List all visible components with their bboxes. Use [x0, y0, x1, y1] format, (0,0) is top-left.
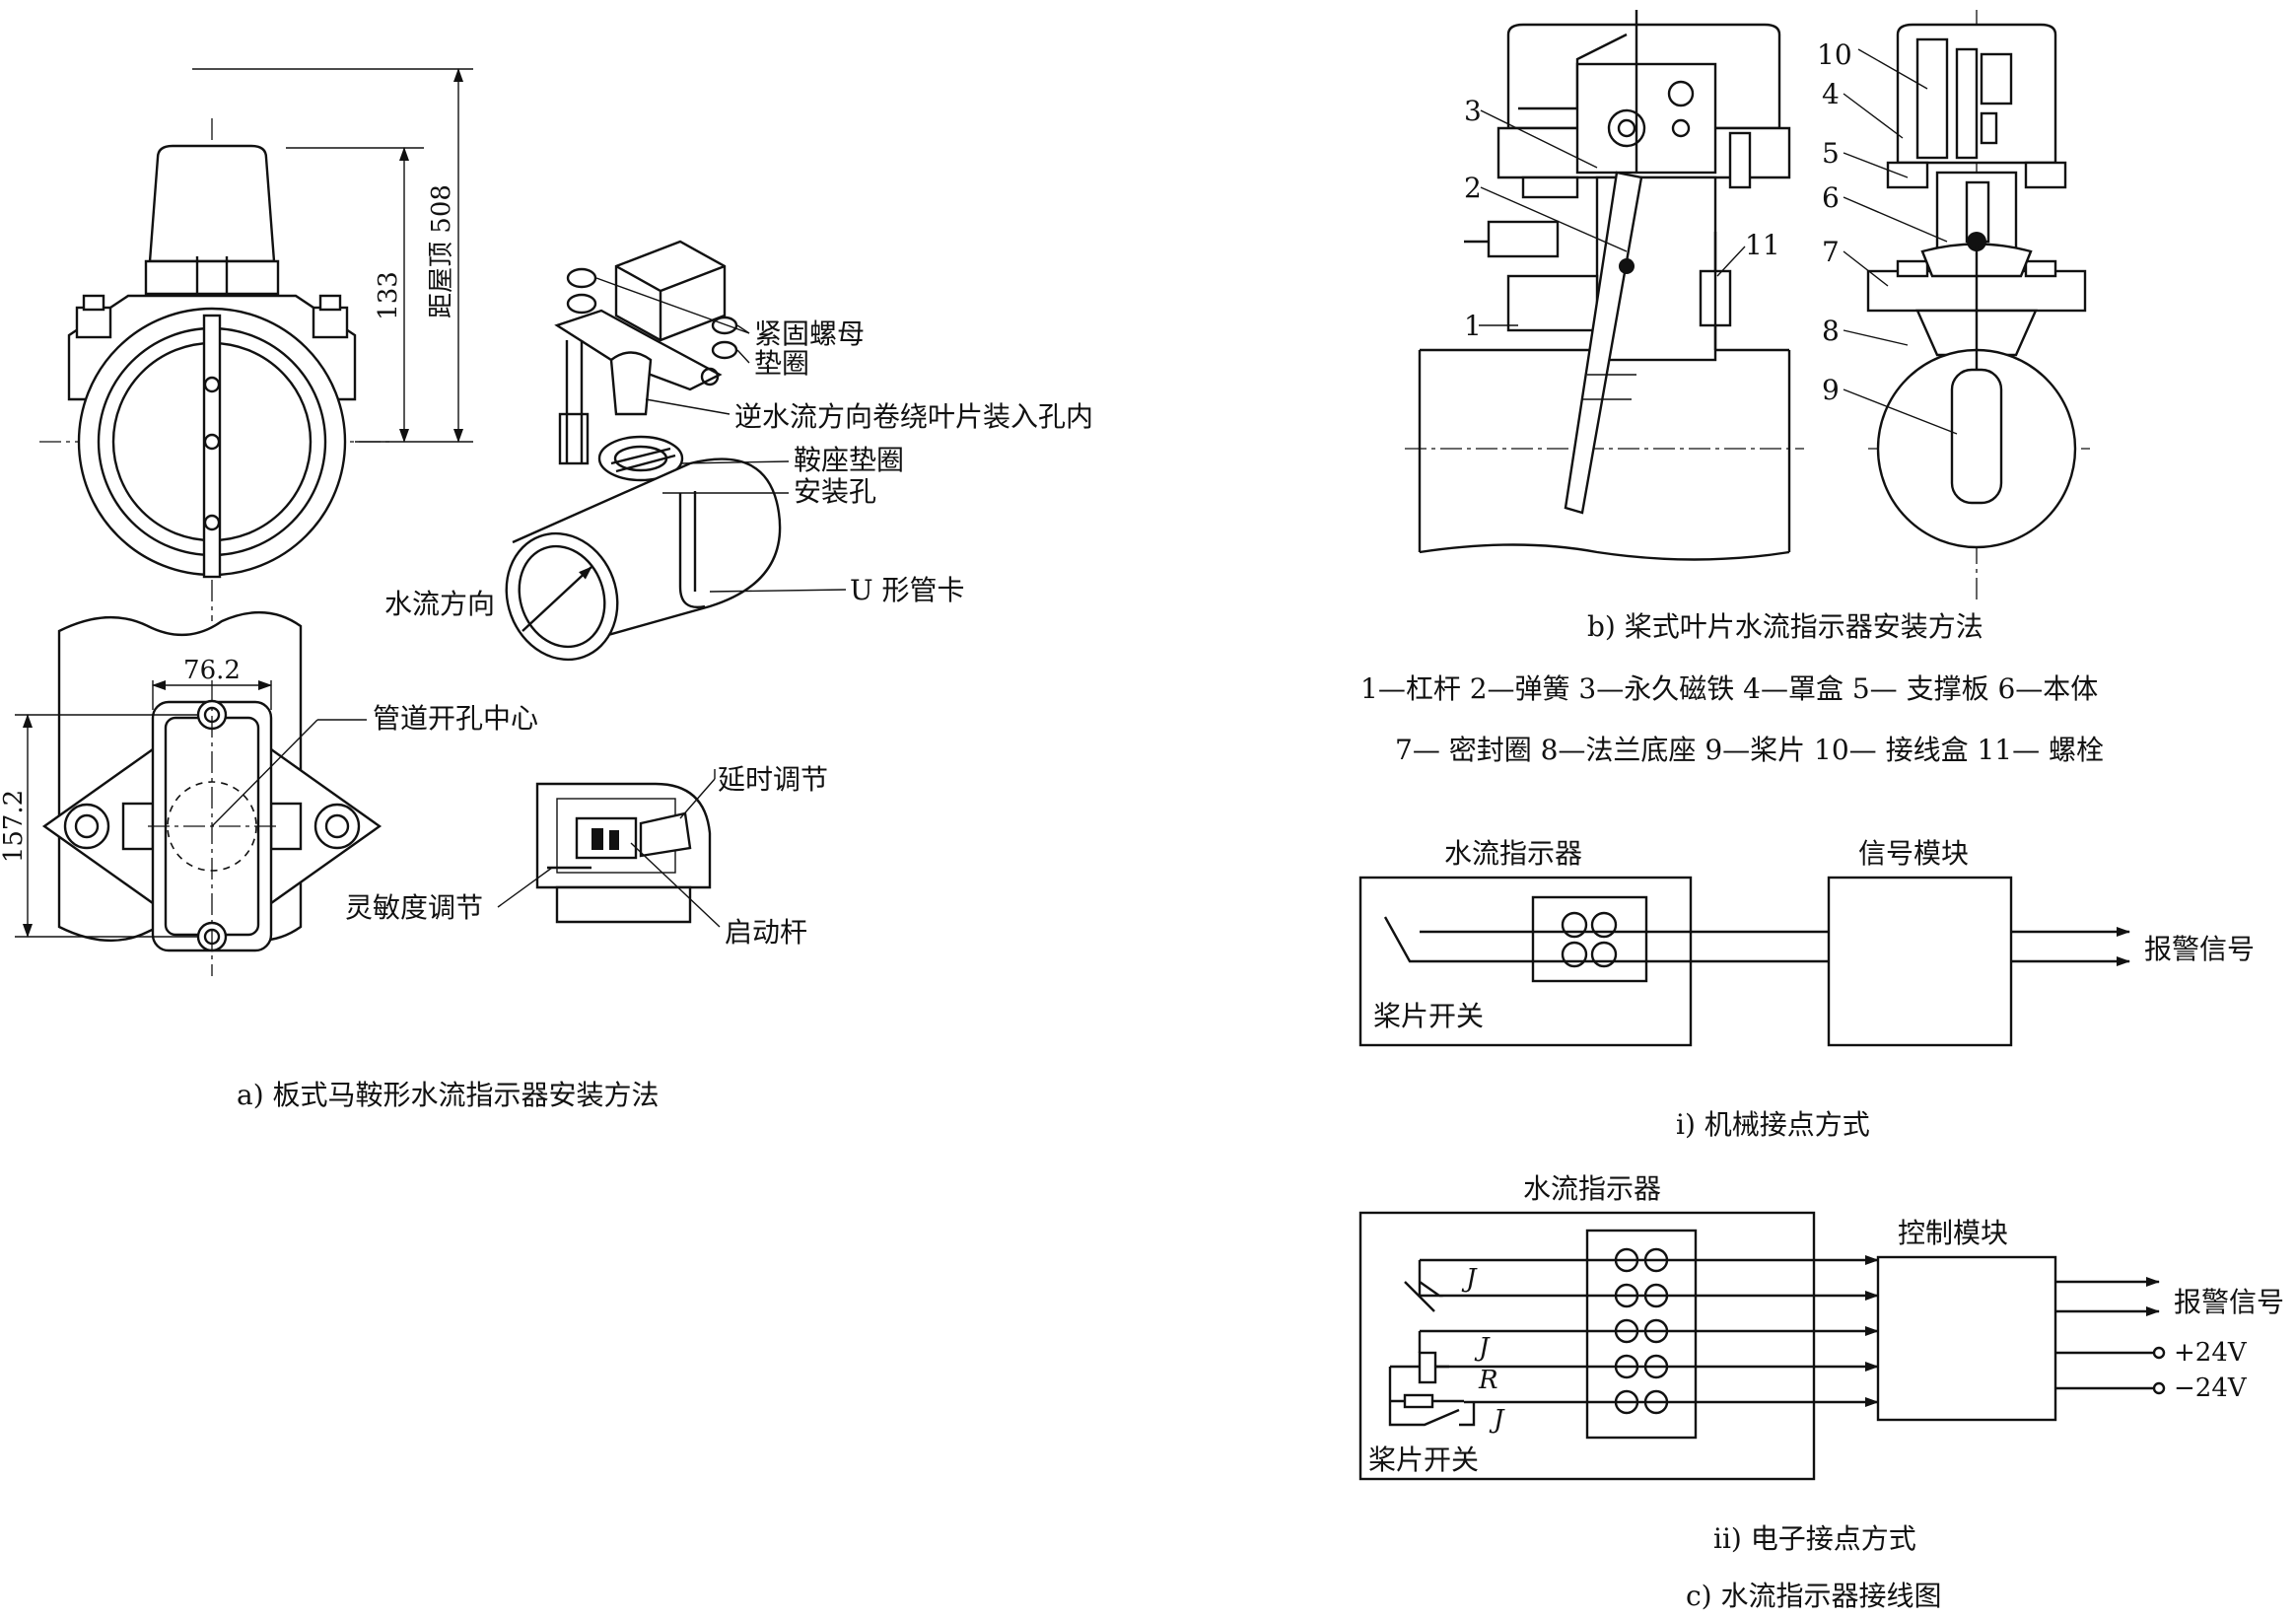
part-9: 9 [1822, 374, 1840, 406]
part-1: 1 [1464, 310, 1482, 342]
part-3: 3 [1464, 95, 1482, 127]
paddle-side-view [1405, 10, 1804, 561]
elec-minus-24v: −24V [2174, 1373, 2248, 1403]
panel-a-saddle-indicator: 133 距屋顶 508 [0, 68, 1093, 1111]
elec-switch-j: J [1489, 1405, 1505, 1435]
elec-caption: ii) 电子接点方式 [1713, 1522, 1916, 1555]
label-u-clamp: U 形管卡 [850, 574, 965, 606]
elec-relay-contact-j: J [1461, 1264, 1478, 1294]
dim-157: 157.2 [0, 790, 29, 863]
elec-plus-24v: +24V [2174, 1338, 2248, 1368]
plan-view: 76.2 157.2 [0, 611, 383, 976]
label-hole-center: 管道开孔中心 [373, 702, 538, 735]
elec-switch-label: 桨片开关 [1368, 1443, 1479, 1476]
mech-switch-label: 桨片开关 [1373, 1000, 1484, 1032]
mech-output-label: 报警信号 [2144, 933, 2255, 965]
caption-panel-c: c) 水流指示器接线图 [1686, 1580, 1942, 1612]
part-2: 2 [1464, 172, 1482, 204]
label-nut: 紧固螺母 [754, 317, 865, 350]
parts-legend-line2: 7— 密封圈 8—法兰底座 9—桨片 10— 接线盒 11— 螺栓 [1395, 734, 2104, 766]
part-10: 10 [1817, 38, 1852, 71]
part-4: 4 [1822, 78, 1840, 110]
label-sensitivity-adjust: 灵敏度调节 [345, 891, 483, 924]
parts-legend-line1: 1—杠杆 2—弹簧 3—永久磁铁 4—罩盒 5— 支撑板 6—本体 [1360, 672, 2098, 705]
mech-module-title: 信号模块 [1858, 837, 1969, 870]
label-washer: 垫圈 [754, 347, 809, 380]
wiring-mechanical [1358, 876, 2130, 1047]
label-saddle-gasket: 鞍座垫圈 [794, 444, 904, 476]
caption-panel-b: b) 桨式叶片水流指示器安装方法 [1587, 610, 1983, 643]
mech-caption: i) 机械接点方式 [1676, 1108, 1870, 1141]
panel-b-paddle-indicator: 3 2 1 11 [1360, 10, 2104, 766]
label-flow-direction: 水流方向 [384, 588, 495, 620]
wiring-electronic [1358, 1211, 2166, 1481]
label-wind-vane: 逆水流方向卷绕叶片装入孔内 [734, 400, 1093, 433]
panel-c-wiring: 水流指示器 信号模块 报警信号 桨片开关 i) 机械接点方式 [1358, 837, 2284, 1612]
part-5: 5 [1822, 137, 1840, 170]
dim-133: 133 [374, 271, 403, 320]
dimensions: 133 距屋顶 508 [192, 68, 473, 443]
label-mount-hole: 安装孔 [794, 475, 876, 508]
elec-resistor-r: R [1478, 1366, 1498, 1395]
part-6: 6 [1822, 181, 1840, 214]
part-11: 11 [1745, 229, 1780, 261]
dim-76: 76.2 [183, 656, 241, 685]
part-8: 8 [1822, 315, 1840, 347]
part-7: 7 [1822, 236, 1840, 268]
elec-module-title: 控制模块 [1898, 1217, 2008, 1249]
exploded-view [505, 240, 847, 662]
elec-output-label: 报警信号 [2174, 1286, 2284, 1318]
dim-508: 距屋顶 508 [427, 184, 456, 318]
elec-coil-j: J [1474, 1333, 1491, 1363]
label-start-lever: 启动杆 [725, 916, 807, 949]
caption-panel-a: a) 板式马鞍形水流指示器安装方法 [237, 1079, 660, 1111]
mech-indicator-title: 水流指示器 [1444, 837, 1582, 870]
front-view [39, 118, 394, 621]
paddle-section-view [1843, 10, 2090, 601]
elec-indicator-title: 水流指示器 [1523, 1172, 1661, 1205]
label-delay-adjust: 延时调节 [718, 763, 828, 796]
switch-detail [497, 769, 721, 928]
